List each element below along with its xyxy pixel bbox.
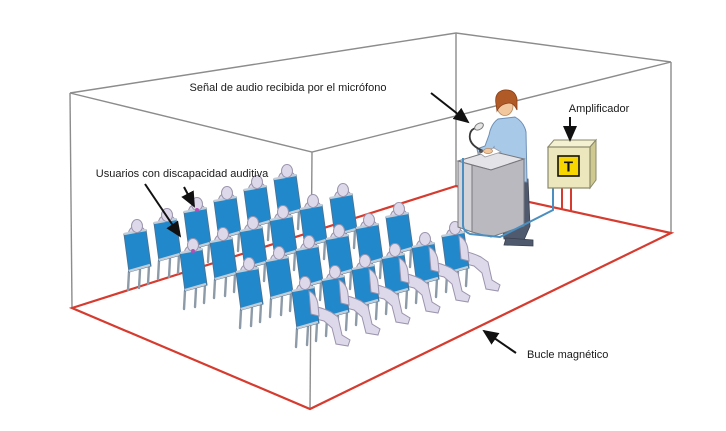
audience-seat xyxy=(355,213,384,286)
loop-feed-wires xyxy=(561,188,572,212)
amplifier: T xyxy=(546,138,598,190)
audience-person-head xyxy=(337,183,349,197)
audience-person-head xyxy=(303,235,315,249)
mic-gooseneck xyxy=(468,127,482,151)
speaker-upper xyxy=(477,89,518,158)
arrow-mic-signal xyxy=(430,92,470,124)
audience-person-head xyxy=(393,202,405,216)
audience-person-head xyxy=(329,265,341,279)
podium-front-face xyxy=(471,158,525,238)
audience-person-head xyxy=(247,216,259,230)
audience-seat xyxy=(321,265,381,338)
hearing-aid-dot xyxy=(191,249,195,253)
label-loop: Bucle magnético xyxy=(527,349,608,361)
audience-person-head xyxy=(307,194,319,208)
audience-seat xyxy=(265,246,294,319)
audience-seat xyxy=(179,238,208,311)
amplifier-t-badge xyxy=(557,155,580,177)
amplifier-side xyxy=(589,138,597,190)
audience-person-head xyxy=(389,243,401,257)
podium-left-face xyxy=(457,160,473,233)
audience-person-head xyxy=(419,232,431,246)
audience-seat xyxy=(329,183,358,256)
arrow-loop xyxy=(482,329,517,354)
amplifier-front xyxy=(547,146,591,189)
speaker-shoe xyxy=(503,237,534,247)
audience-person-head xyxy=(359,254,371,268)
hearing-aid-dot xyxy=(195,208,199,212)
arrow-user-1 xyxy=(144,183,182,238)
audience-person-head xyxy=(131,219,143,233)
audience-seat xyxy=(351,254,411,327)
microphone xyxy=(468,122,484,153)
label-mic-signal: Señal de audio recibida por el micrófono xyxy=(190,82,387,94)
label-amplifier: Amplificador xyxy=(569,103,630,115)
audience-seat xyxy=(235,257,264,330)
audience-seat xyxy=(123,219,152,292)
audience-person-head xyxy=(333,224,345,238)
mic-cable-wire xyxy=(462,158,554,239)
audience-person-head xyxy=(281,164,293,178)
audience-seat xyxy=(291,276,351,349)
audience-person-head xyxy=(277,205,289,219)
wall-corner-left xyxy=(69,92,73,309)
speaker-hand xyxy=(483,147,493,154)
arrow-user-2 xyxy=(181,186,195,208)
magnetic-loop-wire xyxy=(68,184,675,411)
audience-seat xyxy=(411,232,471,305)
amplifier-t-letter: T xyxy=(564,159,573,176)
podium xyxy=(456,150,526,238)
audience-person-head xyxy=(221,186,233,200)
audience-person-head xyxy=(243,257,255,271)
audience-seat xyxy=(441,221,501,294)
label-users: Usuarios con discapacidad auditiva xyxy=(96,168,269,180)
audience-person-head xyxy=(363,213,375,227)
annotations: Señal de audio recibida por el micrófono… xyxy=(96,82,630,361)
mic-capsule-icon xyxy=(474,122,484,131)
amplifier-top xyxy=(546,139,598,148)
audience-person-head xyxy=(273,246,285,260)
audience-seat xyxy=(209,227,238,300)
audience-person-head xyxy=(251,175,263,189)
audience-person-head xyxy=(217,227,229,241)
audience-person-head xyxy=(299,276,311,290)
speaker-hair xyxy=(495,89,518,113)
